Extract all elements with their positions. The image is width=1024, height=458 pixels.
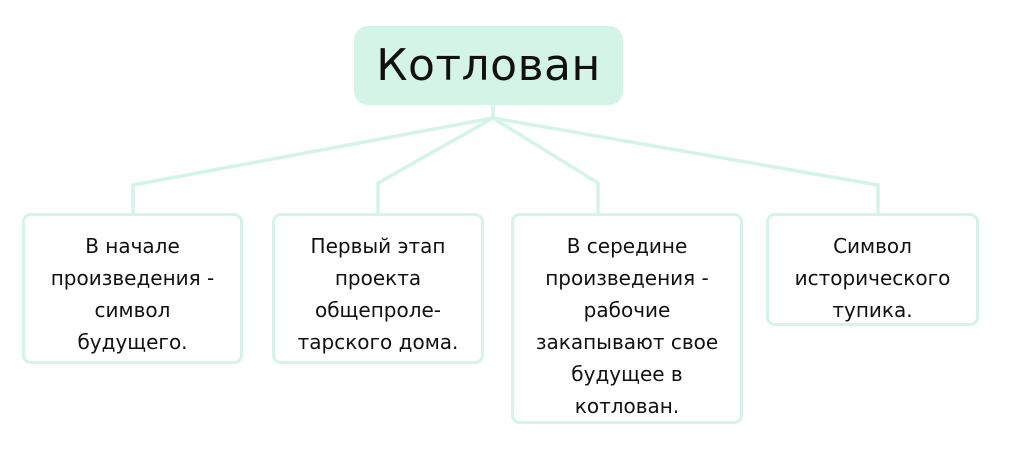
connector-2: [376, 116, 494, 213]
connector-1: [131, 116, 494, 213]
node-first-stage: Первый этап проекта общепроле- тарского …: [272, 213, 484, 364]
connector-4: [492, 116, 880, 213]
node-beginning-symbol: В начале произведения - символ будущего.: [22, 213, 243, 364]
node-middle-burying-future: В середине произведения - рабочие закапы…: [511, 213, 743, 424]
root-node-title: Котлован: [354, 26, 623, 105]
node-historical-deadend: Символ исторического тупика.: [766, 213, 979, 326]
connector-3: [492, 116, 600, 213]
